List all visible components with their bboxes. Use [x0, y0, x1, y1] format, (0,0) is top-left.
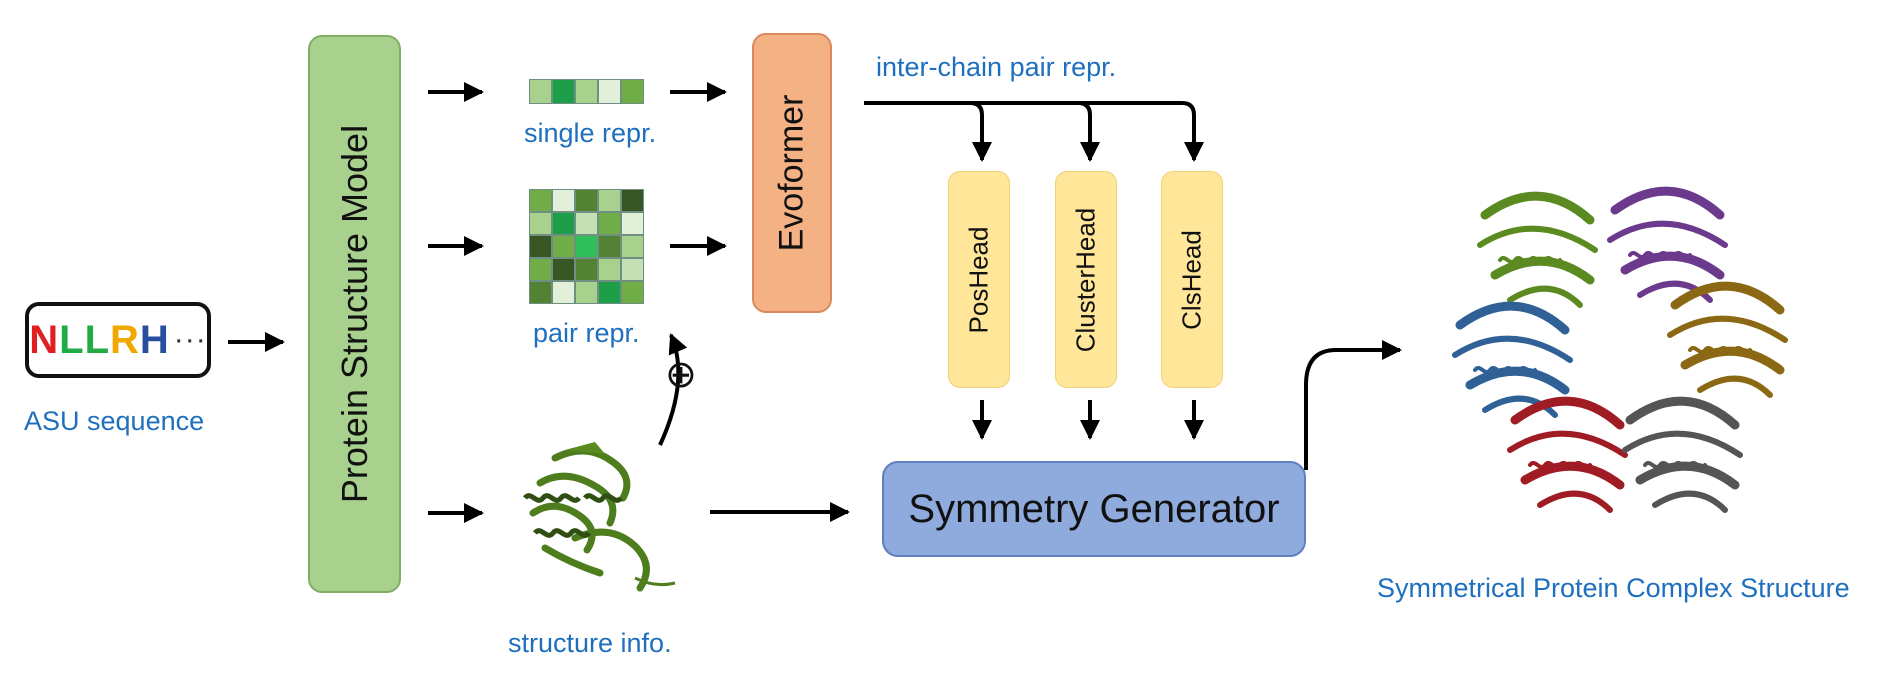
seq-letter: L: [59, 317, 85, 362]
single-repr-cell: [621, 79, 644, 104]
protein-structure-model-label: Protein Structure Model: [333, 124, 375, 504]
seq-letter: L: [84, 317, 110, 362]
pair-repr-cell: [552, 258, 575, 281]
inter-chain-pair-repr-label: inter-chain pair repr.: [876, 52, 1117, 82]
complex-chain: [1622, 396, 1743, 513]
complex-structure-image: [1452, 186, 1788, 513]
pair-repr-cell: [575, 281, 598, 304]
single-repr-cell: [575, 79, 598, 104]
symmetry-generator-label: Symmetry Generator: [908, 486, 1280, 531]
arrow-evoformer-to-clshead: [1078, 101, 1204, 162]
asu-sequence-box: N L L R H ···: [25, 302, 211, 378]
pair-repr-cell: [529, 281, 552, 304]
complex-chain: [1667, 281, 1788, 398]
pair-repr-cell: [552, 235, 575, 258]
evoformer-block: Evoformer: [752, 33, 832, 313]
complex-chain: [1452, 301, 1573, 418]
pair-repr-cell: [529, 212, 552, 235]
protein-structure-model-block: Protein Structure Model: [308, 35, 401, 593]
clshead-block: ClsHead: [1161, 171, 1223, 388]
clshead-label: ClsHead: [1176, 229, 1207, 330]
seq-letter: R: [110, 317, 140, 362]
arrow-structure-to-pair: [658, 333, 688, 446]
single-repr-cell: [552, 79, 575, 104]
complex-chain: [1477, 191, 1598, 308]
single-repr-cell: [598, 79, 621, 104]
asu-sequence-label: ASU sequence: [24, 406, 205, 436]
pair-repr-cell: [575, 189, 598, 212]
complex-chain: [1607, 186, 1728, 303]
pair-repr-matrix: [529, 189, 644, 304]
pair-repr-cell: [621, 189, 644, 212]
arrow-evoformer-to-clusterhead: [970, 101, 1100, 162]
evoformer-label: Evoformer: [772, 94, 811, 252]
clusterhead-label: ClusterHead: [1070, 207, 1101, 352]
pair-repr-cell: [575, 258, 598, 281]
pair-repr-cell: [598, 281, 621, 304]
pair-repr-cell: [529, 189, 552, 212]
pair-repr-cell: [621, 212, 644, 235]
poshead-label: PosHead: [963, 226, 994, 333]
poshead-block: PosHead: [948, 171, 1010, 388]
output-label: Symmetrical Protein Complex Structure: [1377, 573, 1850, 603]
pair-repr-cell: [621, 258, 644, 281]
pair-repr-cell: [621, 235, 644, 258]
pair-repr-cell: [598, 212, 621, 235]
pair-repr-cell: [598, 189, 621, 212]
seq-ellipsis: ···: [173, 323, 207, 356]
complex-chain: [1507, 396, 1628, 513]
structure-info-label: structure info.: [508, 628, 672, 658]
single-repr-cell: [529, 79, 552, 104]
symmetry-generator-block: Symmetry Generator: [882, 461, 1306, 557]
single-repr-label: single repr.: [524, 118, 657, 148]
pair-repr-cell: [552, 281, 575, 304]
pair-repr-cell: [598, 258, 621, 281]
pair-repr-cell: [575, 235, 598, 258]
pair-repr-cell: [529, 258, 552, 281]
arrow-symgen-to-complex: [1304, 340, 1402, 470]
pair-repr-cell: [598, 235, 621, 258]
pair-repr-cell: [621, 281, 644, 304]
seq-letter: N: [29, 317, 60, 362]
pair-repr-label: pair repr.: [533, 318, 640, 348]
clusterhead-block: ClusterHead: [1055, 171, 1117, 388]
arrow-evoformer-to-poshead: [864, 101, 992, 162]
pair-repr-cell: [552, 212, 575, 235]
single-repr-matrix: [529, 79, 644, 104]
pair-repr-cell: [552, 189, 575, 212]
pair-repr-cell: [529, 235, 552, 258]
add-symbol: ⊕: [665, 354, 697, 396]
pair-repr-cell: [575, 212, 598, 235]
seq-letter: H: [139, 317, 170, 362]
monomer-structure-image: [523, 442, 676, 592]
